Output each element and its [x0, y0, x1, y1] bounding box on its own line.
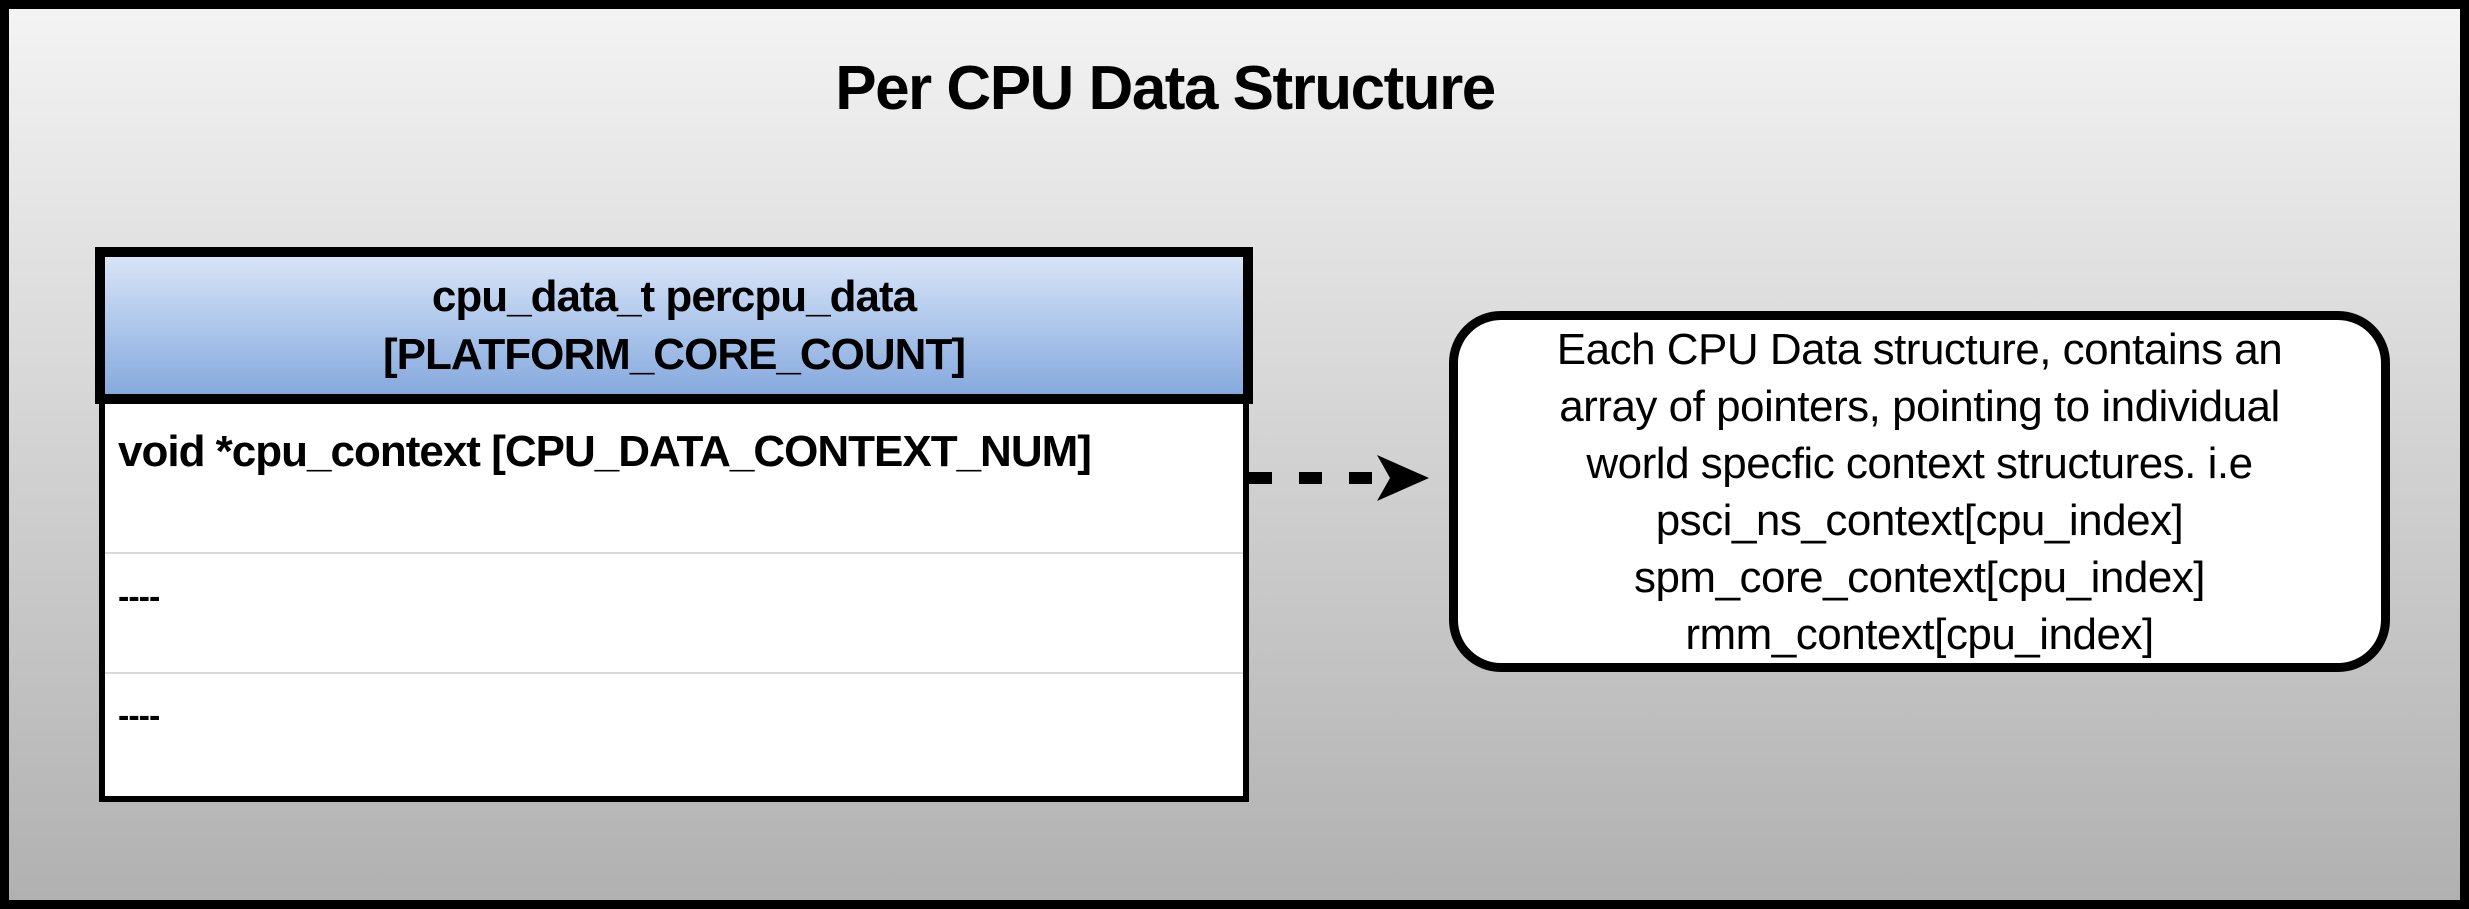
table-row-placeholder-1: ---- — [118, 578, 160, 616]
struct-table-body: void *cpu_context [CPU_DATA_CONTEXT_NUM]… — [99, 404, 1249, 802]
note-line: world specfic context structures. i.e — [1586, 438, 2253, 488]
table-row-cpu-context: void *cpu_context [CPU_DATA_CONTEXT_NUM] — [118, 427, 1092, 476]
note-line: spm_core_context[cpu_index] — [1633, 552, 2206, 602]
struct-header-line2: [PLATFORM_CORE_COUNT] — [383, 329, 966, 379]
note-line: array of pointers, pointing to individua… — [1559, 381, 2280, 431]
note-line: psci_ns_context[cpu_index] — [1655, 495, 2184, 545]
cpu-data-struct-table: cpu_data_t percpu_data [PLATFORM_CORE_CO… — [95, 247, 1253, 802]
note-line: Each CPU Data structure, contains an — [1556, 324, 2283, 374]
note-line: rmm_context[cpu_index] — [1685, 609, 2154, 659]
cpu-data-note-bubble: Each CPU Data structure, contains an arr… — [1449, 311, 2390, 672]
table-row-placeholder-2: ---- — [118, 697, 160, 735]
row-divider — [105, 552, 1243, 554]
row-divider — [105, 672, 1243, 674]
struct-header-line1: cpu_data_t percpu_data — [431, 271, 917, 321]
struct-table-header: cpu_data_t percpu_data [PLATFORM_CORE_CO… — [95, 247, 1253, 404]
dashed-right-arrow-icon — [1249, 455, 1429, 501]
page-title: Per CPU Data Structure — [835, 54, 1496, 123]
